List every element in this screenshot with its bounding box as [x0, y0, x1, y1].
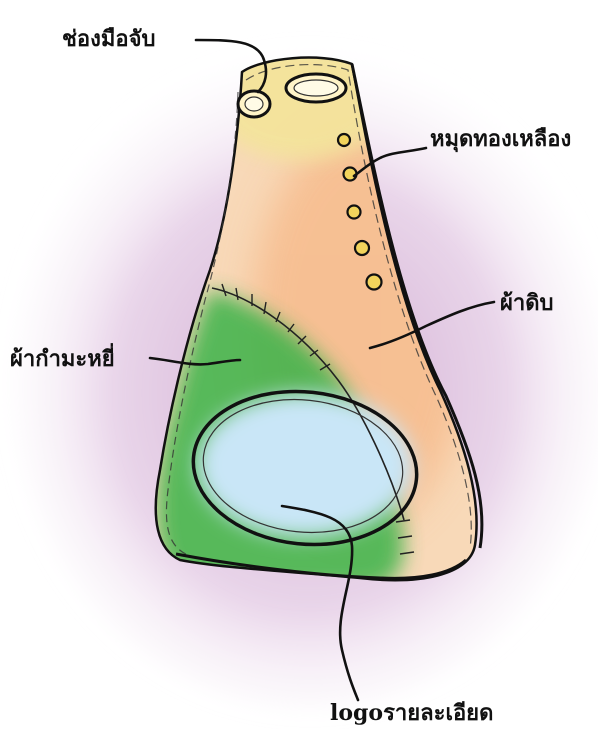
rivet: [367, 275, 382, 290]
rivet: [355, 241, 369, 255]
handle-hole-small-inner: [245, 97, 263, 111]
label-raw-fabric: ผ้าดิบ: [500, 292, 554, 314]
label-velvet-fabric: ผ้ากำมะหยี่: [10, 348, 115, 370]
label-handle-hole: ช่องมือจับ: [62, 28, 155, 50]
rivet: [338, 134, 350, 146]
label-detailed-logo: logoรายละเอียด: [330, 702, 493, 724]
handle-hole-large-inner: [294, 80, 338, 96]
rivet: [344, 168, 357, 181]
label-gold-rivets: หมุดทองเหลือง: [430, 128, 571, 150]
rivet: [348, 206, 361, 219]
